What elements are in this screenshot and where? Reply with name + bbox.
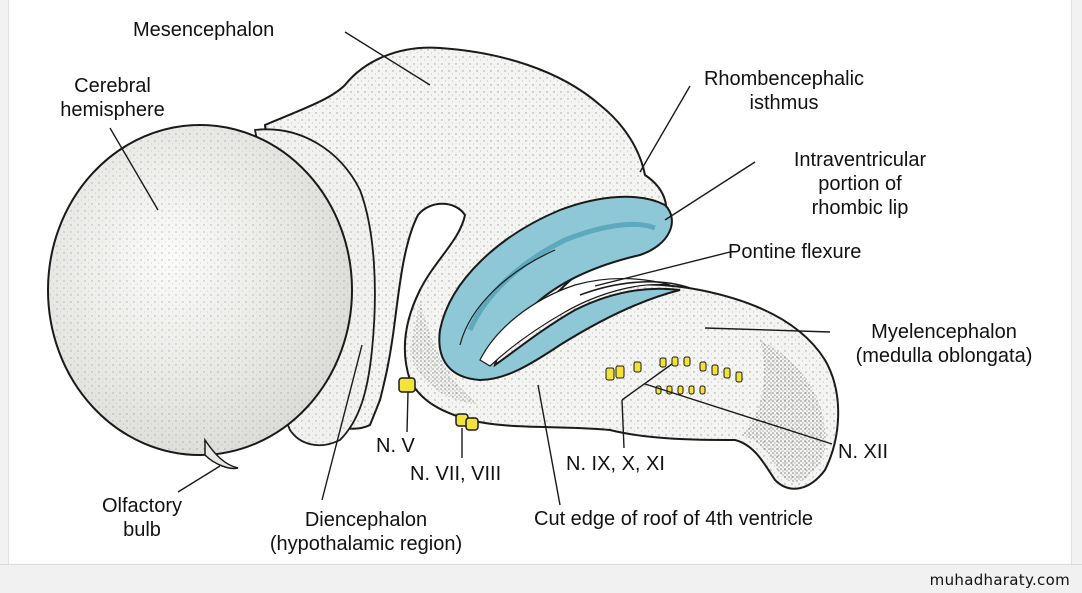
bottom-frame-bar bbox=[0, 564, 1082, 593]
label-rhombencephalic-isthmus-line2: isthmus bbox=[749, 92, 819, 114]
label-n-v: N. V bbox=[376, 435, 415, 457]
label-mesencephalon: Mesencephalon bbox=[133, 19, 275, 41]
label-rhombencephalic-isthmus-line1: Rhombencephalic bbox=[703, 68, 865, 90]
label-intraventricular-line1: Intraventricular bbox=[793, 149, 927, 171]
nerve-v-stub bbox=[398, 377, 416, 393]
label-intraventricular-line2: portion of bbox=[818, 173, 902, 195]
watermark: muhadharaty.com bbox=[929, 571, 1070, 589]
label-myelencephalon-line2: (medulla oblongata) bbox=[855, 345, 1033, 367]
label-cerebral-hemisphere-line1: Cerebral bbox=[74, 75, 151, 97]
label-n-vii-viii: N. VII, VIII bbox=[410, 463, 502, 485]
label-cerebral-hemisphere: Cerebral hemisphere bbox=[40, 74, 185, 122]
label-diencephalon-line1: Diencephalon bbox=[304, 509, 428, 531]
label-diencephalon: Diencephalon (hypothalamic region) bbox=[216, 508, 516, 556]
label-n-ix-x-xi: N. IX, X, XI bbox=[566, 453, 665, 475]
label-cerebral-hemisphere-line2: hemisphere bbox=[60, 99, 165, 121]
leader-lines bbox=[109, 31, 833, 506]
label-n-xii: N. XII bbox=[838, 441, 889, 463]
olfactory-bulb-shape bbox=[204, 437, 239, 470]
label-myelencephalon-line1: Myelencephalon bbox=[871, 321, 1017, 343]
right-frame-border bbox=[1071, 0, 1082, 593]
label-intraventricular-line3: rhombic lip bbox=[811, 197, 909, 219]
nerve-vii-viii-stub bbox=[455, 413, 479, 431]
left-frame-border bbox=[0, 0, 9, 593]
label-diencephalon-line2: (hypothalamic region) bbox=[269, 533, 463, 555]
label-olfactory-bulb-line2: bulb bbox=[123, 519, 161, 541]
label-pontine-flexure: Pontine flexure bbox=[728, 241, 862, 263]
label-cut-edge: Cut edge of roof of 4th ventricle bbox=[534, 508, 814, 530]
label-intraventricular-rhombic-lip: Intraventricular portion of rhombic lip bbox=[752, 148, 968, 220]
nerve-ix-x-xi-rootlets bbox=[605, 356, 691, 381]
label-myelencephalon: Myelencephalon (medulla oblongata) bbox=[812, 320, 1076, 368]
label-rhombencephalic-isthmus: Rhombencephalic isthmus bbox=[688, 67, 880, 115]
label-olfactory-bulb: Olfactory bulb bbox=[72, 494, 212, 542]
label-olfactory-bulb-line1: Olfactory bbox=[101, 495, 183, 517]
